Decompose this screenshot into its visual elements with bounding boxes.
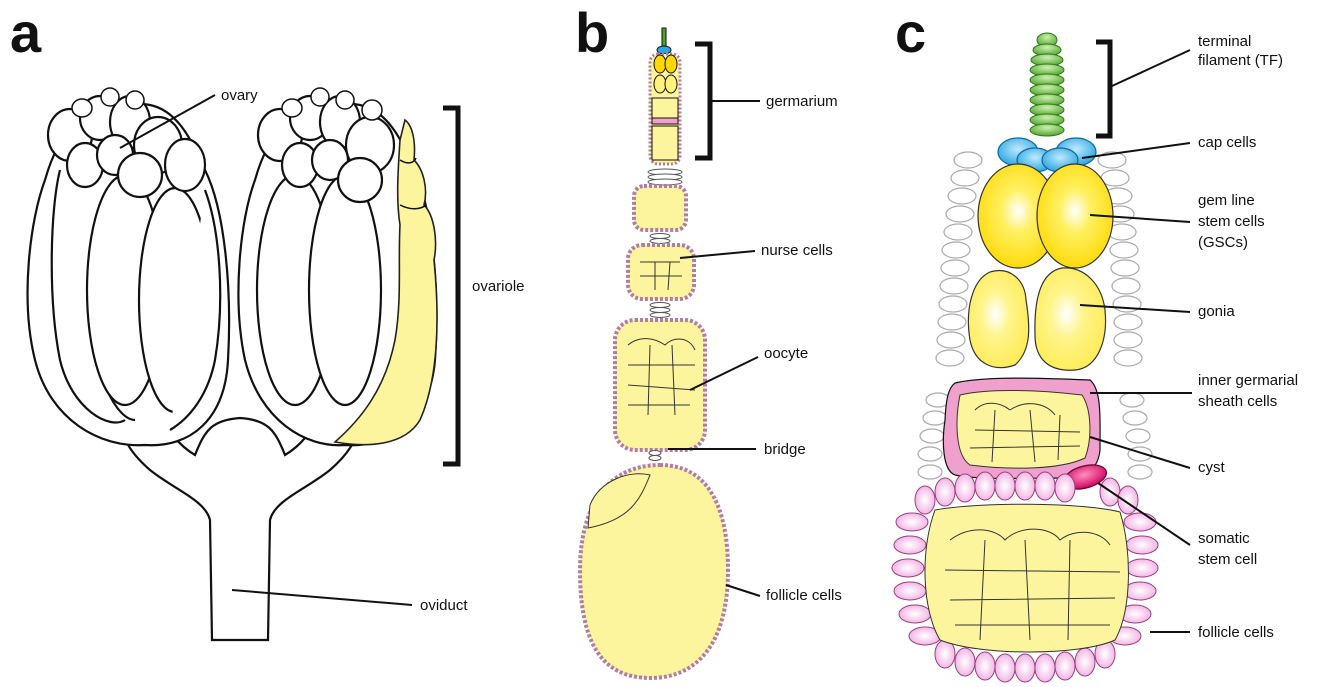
egg-chamber-nurse (628, 245, 694, 299)
germarium-bracket (695, 44, 710, 158)
panel-letter-b: b (575, 1, 609, 64)
label-gonia: gonia (1198, 303, 1235, 320)
panel-letter-a: a (10, 1, 42, 64)
tf-bracket (1096, 42, 1110, 136)
panel-letter-c: c (895, 1, 926, 64)
label-gsc-3: (GSCs) (1198, 234, 1248, 251)
cyst-cells (957, 390, 1090, 468)
label-germarium: germarium (766, 93, 838, 110)
label-gsc-1: gem line (1198, 192, 1255, 209)
label-follicle-cells-b: follicle cells (766, 587, 842, 604)
label-somatic-2: stem cell (1198, 551, 1257, 568)
stalk-2 (650, 234, 670, 244)
label-cyst: cyst (1198, 459, 1226, 476)
cap-cells-leader (1082, 143, 1190, 158)
panel-a: a (10, 1, 525, 640)
label-oviduct: oviduct (420, 597, 468, 614)
germarium-shape (650, 54, 680, 164)
panel-b: b (575, 1, 842, 678)
terminal-filament (1030, 33, 1064, 136)
label-bridge: bridge (764, 441, 806, 458)
stalk-3 (650, 303, 670, 318)
label-follicle-cells-c: follicle cells (1198, 624, 1274, 641)
label-terminal-1: terminal (1198, 33, 1251, 50)
follicle-cells-b-leader (726, 585, 760, 596)
label-somatic-1: somatic (1198, 530, 1250, 547)
egg-chamber-1 (634, 186, 686, 230)
label-oocyte: oocyte (764, 345, 808, 362)
label-inner-sheath-1: inner germarial (1198, 372, 1298, 389)
right-ovary (238, 88, 437, 445)
label-ovariole: ovariole (472, 278, 525, 295)
label-gsc-2: stem cells (1198, 213, 1265, 230)
stalk-1 (648, 169, 682, 185)
oviduct-shape (122, 415, 357, 640)
gonia-cells (968, 268, 1105, 370)
label-inner-sheath-2: sheath cells (1198, 393, 1277, 410)
tf-leader (1112, 50, 1190, 86)
panel-c: c (892, 1, 1298, 682)
label-terminal-2: filament (TF) (1198, 52, 1283, 69)
left-ovary (28, 88, 229, 445)
label-ovary: ovary (221, 87, 258, 104)
label-cap-cells: cap cells (1198, 134, 1256, 151)
label-nurse-cells: nurse cells (761, 242, 833, 259)
ovariole-bracket (443, 108, 458, 464)
bridge-stalk (649, 451, 661, 461)
